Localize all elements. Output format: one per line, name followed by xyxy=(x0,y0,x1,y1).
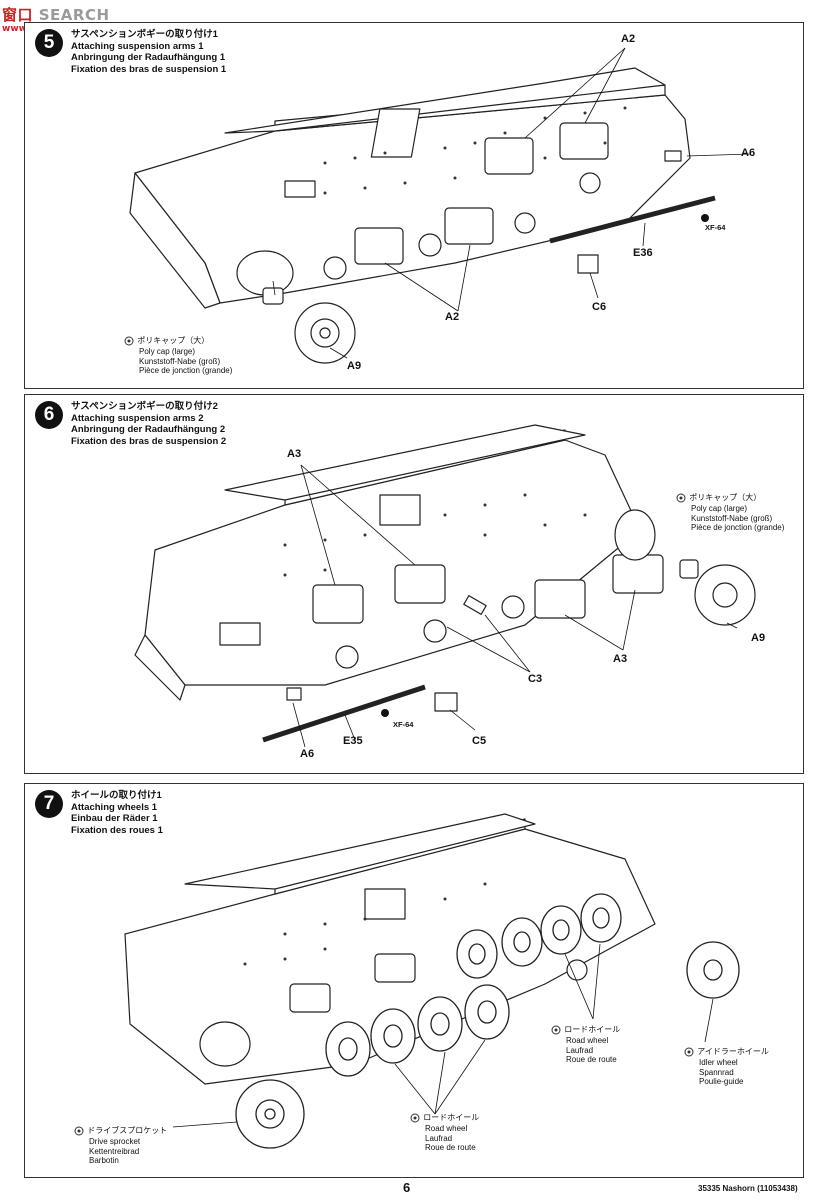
road-wheel-1-de: Laufrad xyxy=(566,1045,594,1055)
sprocket-note: ドライブスプロケット Drive sprocket Kettentreibrad… xyxy=(73,1125,167,1166)
step-6-title-de: Anbringung der Radaufhängung 2 xyxy=(71,424,226,435)
paint-label-xf64: XF-64 xyxy=(393,720,414,729)
road-wheel-2-fr: Roue de route xyxy=(425,1143,476,1152)
part-label-a9: A9 xyxy=(347,360,362,372)
part-label-c3: C3 xyxy=(528,673,543,685)
part-label-a6: A6 xyxy=(300,748,315,760)
step-7-title-jp: ホイールの取り付け1 xyxy=(71,790,162,801)
part-label-a6: A6 xyxy=(741,147,756,159)
product-code: 35335 Nashorn (11053438) xyxy=(698,1184,798,1193)
step-5-drawing xyxy=(129,47,751,364)
step-6-title-fr: Fixation des bras de suspension 2 xyxy=(71,435,227,447)
road-wheel-1-en: Road wheel xyxy=(566,1036,609,1045)
polycap-note-6-fr: Pièce de jonction (grande) xyxy=(691,523,785,532)
polycap-note-fr: Pièce de jonction (grande) xyxy=(139,366,233,375)
step-6-drawing xyxy=(134,424,756,748)
step-6-panel: 6 サスペンションボギーの取り付け2 Attaching suspension … xyxy=(24,394,804,774)
step-5-title-jp: サスペンションボギーの取り付け1 xyxy=(71,29,218,40)
part-label-a9: A9 xyxy=(751,632,766,644)
step-6-number: 6 xyxy=(35,401,63,429)
polycap-note-de: Kunststoff-Nabe (groß) xyxy=(139,356,221,366)
part-label-a2-top: A2 xyxy=(621,33,636,45)
polycap-note-6-jp: ポリキャップ（大） xyxy=(689,493,762,503)
road-wheel-icon xyxy=(551,1025,561,1035)
sprocket-fr: Barbotin xyxy=(89,1156,119,1165)
step-5-title-en: Attaching suspension arms 1 xyxy=(71,40,204,52)
idler-jp: アイドラーホイール xyxy=(697,1047,769,1057)
polycap-note-6-en: Poly cap (large) xyxy=(691,504,748,513)
watermark-text-1: 窗口 xyxy=(2,6,34,24)
step-6-title-jp: サスペンションボギーの取り付け2 xyxy=(71,401,218,412)
part-label-c5: C5 xyxy=(472,735,487,747)
polycap-note-6: ポリキャップ（大） Poly cap (large) Kunststoff-Na… xyxy=(675,492,784,533)
watermark-text-2: SEARCH xyxy=(38,6,110,24)
step-5-number: 5 xyxy=(35,29,63,57)
step-5-title-fr: Fixation des bras de suspension 1 xyxy=(71,63,227,75)
paint-label-xf64: XF-64 xyxy=(705,223,726,232)
sprocket-icon xyxy=(74,1126,84,1136)
idler-de: Spannrad xyxy=(699,1067,734,1077)
page-number: 6 xyxy=(403,1180,411,1195)
idler-icon xyxy=(684,1047,694,1057)
step-5-title: サスペンションボギーの取り付け1 Attaching suspension ar… xyxy=(71,29,226,75)
step-5-title-de: Anbringung der Radaufhängung 1 xyxy=(71,52,226,63)
step-6-title-en: Attaching suspension arms 2 xyxy=(71,412,204,424)
idler-note: アイドラーホイール Idler wheel Spannrad Poulie-gu… xyxy=(683,1046,769,1087)
step-7-title: ホイールの取り付け1 Attaching wheels 1 Einbau der… xyxy=(71,790,163,836)
polycap-note-en: Poly cap (large) xyxy=(139,347,196,356)
polycap-note-jp: ポリキャップ（大） xyxy=(137,336,210,346)
part-label-a2-bottom: A2 xyxy=(445,311,460,323)
sprocket-jp: ドライブスプロケット xyxy=(87,1126,168,1136)
road-wheel-1-jp: ロードホイール xyxy=(564,1025,621,1035)
road-wheel-2-jp: ロードホイール xyxy=(423,1113,480,1123)
part-label-c6: C6 xyxy=(592,301,607,313)
step-7-drawing xyxy=(124,813,740,1149)
road-wheel-note-2: ロードホイール Road wheel Laufrad Roue de route xyxy=(409,1112,479,1153)
polycap-note-6-de: Kunststoff-Nabe (groß) xyxy=(691,513,773,523)
road-wheel-1-fr: Roue de route xyxy=(566,1055,617,1064)
idler-fr: Poulie-guide xyxy=(699,1077,744,1086)
step-7-number: 7 xyxy=(35,790,63,818)
part-label-a3-right: A3 xyxy=(613,653,628,665)
step-7-title-en: Attaching wheels 1 xyxy=(71,801,158,813)
step-5-panel: 5 サスペンションボギーの取り付け1 Attaching suspension … xyxy=(24,22,804,389)
road-wheel-note-1: ロードホイール Road wheel Laufrad Roue de route xyxy=(550,1024,620,1065)
polycap-note: ポリキャップ（大） Poly cap (large) Kunststoff-Na… xyxy=(123,335,232,376)
step-7-title-de: Einbau der Räder 1 xyxy=(71,813,158,824)
polycap-icon xyxy=(124,336,134,346)
step-7-title-fr: Fixation des roues 1 xyxy=(71,824,163,836)
idler-en: Idler wheel xyxy=(699,1058,738,1067)
part-label-e35: E35 xyxy=(343,735,363,747)
sprocket-de: Kettentreibrad xyxy=(89,1146,140,1156)
step-7-panel: 7 ホイールの取り付け1 Attaching wheels 1 Einbau d… xyxy=(24,783,804,1178)
road-wheel-2-en: Road wheel xyxy=(425,1124,468,1133)
polycap-icon xyxy=(676,493,686,503)
part-label-e36: E36 xyxy=(633,247,653,259)
step-6-title: サスペンションボギーの取り付け2 Attaching suspension ar… xyxy=(71,401,226,447)
sprocket-en: Drive sprocket xyxy=(89,1137,141,1146)
part-label-a3-top: A3 xyxy=(287,448,302,460)
road-wheel-icon xyxy=(410,1113,420,1123)
road-wheel-2-de: Laufrad xyxy=(425,1133,453,1143)
